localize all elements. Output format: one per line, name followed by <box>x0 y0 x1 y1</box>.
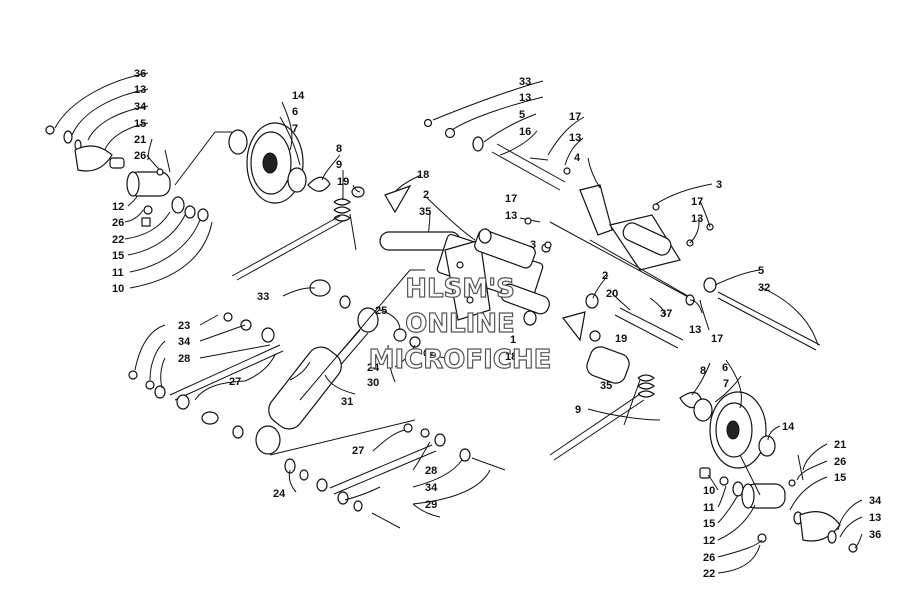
shock-absorber <box>255 269 446 455</box>
callout-8: 8 <box>336 143 342 155</box>
callout-24: 24 <box>367 362 380 374</box>
callout-34: 34 <box>425 482 438 494</box>
callout-29: 29 <box>425 499 437 511</box>
callout-7: 7 <box>723 378 729 390</box>
callout-18: 18 <box>505 351 517 363</box>
watermark-line-2: ONLINE <box>405 309 515 339</box>
callout-labels: 36 13 34 15 21 26 12 26 22 15 11 10 14 6… <box>112 68 882 580</box>
callout-9: 9 <box>575 404 581 416</box>
callout-15: 15 <box>134 118 146 130</box>
watermark-line-3: MICROFICHE <box>369 345 552 375</box>
callout-14: 14 <box>782 421 795 433</box>
callout-4: 4 <box>574 152 581 164</box>
watermark: HLSM'S ONLINE MICROFICHE <box>368 273 552 375</box>
callout-21: 21 <box>134 134 146 146</box>
callout-36: 36 <box>869 529 881 541</box>
callout-13: 13 <box>691 213 703 225</box>
callout-13: 13 <box>519 92 531 104</box>
callout-2: 2 <box>423 189 429 201</box>
callout-33: 33 <box>257 291 269 303</box>
callout-35: 35 <box>600 380 612 392</box>
callout-13: 13 <box>569 132 581 144</box>
callout-10: 10 <box>703 485 715 497</box>
callout-21: 21 <box>834 439 846 451</box>
watermark-line-1: HLSM'S <box>405 274 515 304</box>
callout-35: 35 <box>419 206 431 218</box>
callout-3: 3 <box>716 179 722 191</box>
callout-25: 25 <box>375 305 387 317</box>
callout-26: 26 <box>703 552 715 564</box>
callout-24: 24 <box>273 488 286 500</box>
callout-16: 16 <box>519 126 531 138</box>
callout-12: 12 <box>112 201 124 213</box>
callout-20: 20 <box>606 288 618 300</box>
callout-11: 11 <box>703 502 715 514</box>
callout-17: 17 <box>569 111 581 123</box>
callout-37: 37 <box>660 308 672 320</box>
callout-32: 32 <box>758 282 770 294</box>
rear-arm-links <box>269 419 506 529</box>
bottom-idler-wheel-assembly <box>549 346 863 574</box>
callout-26: 26 <box>112 217 124 229</box>
callout-26: 26 <box>834 456 846 468</box>
callout-26: 26 <box>134 150 146 162</box>
callout-34: 34 <box>134 101 147 113</box>
rear-rail-rods <box>423 80 821 351</box>
callout-28: 28 <box>425 465 437 477</box>
callout-5: 5 <box>519 109 525 121</box>
callout-17: 17 <box>691 196 703 208</box>
callout-11: 11 <box>112 267 124 279</box>
callout-27: 27 <box>352 445 364 457</box>
callout-36: 36 <box>134 68 146 80</box>
left-axle-end-assembly <box>45 72 232 289</box>
callout-7: 7 <box>292 123 298 135</box>
callout-22: 22 <box>112 234 124 246</box>
callout-23: 23 <box>178 320 190 332</box>
callout-30: 30 <box>367 377 379 389</box>
callout-17: 17 <box>711 333 723 345</box>
callout-34: 34 <box>178 336 191 348</box>
callout-13: 13 <box>869 512 881 524</box>
callout-13: 13 <box>134 84 146 96</box>
callout-33: 33 <box>519 76 531 88</box>
callout-2: 2 <box>602 270 608 282</box>
callout-9: 9 <box>336 159 342 171</box>
callout-15: 15 <box>112 250 124 262</box>
callout-13: 13 <box>689 324 701 336</box>
callout-6: 6 <box>722 362 728 374</box>
callout-15: 15 <box>703 518 715 530</box>
callout-34: 34 <box>869 495 882 507</box>
callout-8: 8 <box>700 365 706 377</box>
callout-13: 13 <box>505 210 517 222</box>
callout-12: 12 <box>703 535 715 547</box>
callout-19: 19 <box>615 333 627 345</box>
callout-17: 17 <box>505 193 517 205</box>
center-axle-frame <box>379 228 601 342</box>
callout-3: 3 <box>530 239 536 251</box>
callout-27: 27 <box>229 376 241 388</box>
callout-22: 22 <box>703 568 715 580</box>
callout-14: 14 <box>292 90 305 102</box>
callout-1: 1 <box>510 334 516 346</box>
top-idler-wheel-assembly <box>228 101 476 281</box>
callout-15: 15 <box>834 472 846 484</box>
callout-18: 18 <box>417 169 429 181</box>
callout-28: 28 <box>178 353 190 365</box>
callout-6: 6 <box>292 106 298 118</box>
callout-10: 10 <box>112 283 124 295</box>
callout-5: 5 <box>758 265 764 277</box>
callout-19: 19 <box>337 176 349 188</box>
front-arm-links <box>128 312 284 439</box>
callout-31: 31 <box>341 396 353 408</box>
